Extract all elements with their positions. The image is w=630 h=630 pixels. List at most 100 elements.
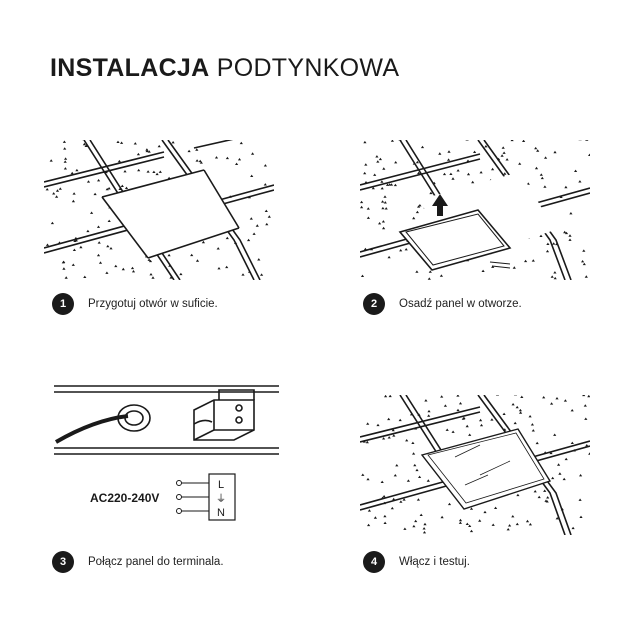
- speckle: [45, 243, 50, 246]
- speckle: [124, 186, 129, 189]
- speckle: [534, 166, 539, 170]
- speckle: [465, 140, 469, 141]
- speckle: [395, 464, 399, 467]
- speckle: [524, 259, 528, 263]
- speckle: [511, 403, 515, 406]
- speckle: [458, 521, 462, 524]
- speckle: [578, 498, 582, 501]
- title-light: PODTYNKOWA: [216, 54, 400, 82]
- speckle: [473, 150, 477, 153]
- terminal-wires: [176, 473, 236, 521]
- speckle: [584, 275, 588, 278]
- speckle: [530, 423, 534, 426]
- speckle: [508, 524, 512, 527]
- speckle: [458, 402, 463, 405]
- speckle: [387, 417, 391, 421]
- speckle: [149, 273, 153, 276]
- speckle: [109, 247, 113, 250]
- speckle: [546, 242, 550, 245]
- speckle: [375, 155, 379, 158]
- speckle: [380, 187, 384, 190]
- speckle: [579, 515, 583, 518]
- speckle: [456, 408, 460, 412]
- step-number-badge: 3: [52, 551, 74, 573]
- speckle: [411, 441, 415, 444]
- speckle: [364, 163, 368, 166]
- speckle: [406, 479, 410, 482]
- speckle: [550, 275, 554, 278]
- speckle: [419, 513, 423, 516]
- speckle: [440, 515, 444, 519]
- speckle: [571, 526, 575, 530]
- speckle: [478, 519, 482, 522]
- speckle: [381, 206, 385, 210]
- step-text: Osadź panel w otworze.: [399, 298, 522, 310]
- speckle: [438, 152, 442, 155]
- speckle: [564, 185, 568, 189]
- speckle: [360, 205, 364, 209]
- speckle: [543, 489, 547, 492]
- step-text: Przygotuj otwór w suficie.: [88, 298, 218, 310]
- ground-icon: ⏚: [216, 493, 226, 505]
- speckle: [412, 216, 416, 220]
- speckle: [384, 395, 388, 398]
- speckle: [391, 428, 395, 432]
- speckle: [360, 274, 365, 277]
- speckle: [505, 158, 509, 161]
- speckle: [225, 265, 229, 269]
- speckle: [558, 472, 562, 475]
- speckle: [382, 495, 386, 498]
- speckle: [366, 477, 370, 481]
- speckle: [399, 249, 403, 252]
- title-bold: INSTALACJA: [50, 54, 210, 82]
- speckle: [382, 167, 386, 170]
- speckle: [531, 429, 535, 432]
- speckle: [549, 451, 553, 455]
- speckle: [491, 167, 495, 171]
- speckle: [428, 270, 432, 273]
- speckle: [86, 229, 90, 233]
- speckle: [469, 529, 474, 533]
- speckle: [249, 217, 253, 220]
- speckle: [382, 226, 386, 230]
- speckle: [133, 142, 137, 145]
- speckle: [381, 220, 385, 223]
- speckle: [483, 510, 487, 514]
- speckle: [384, 207, 388, 210]
- speckle: [121, 267, 125, 271]
- speckle: [418, 204, 422, 207]
- speckle: [373, 173, 377, 176]
- speckle: [64, 157, 68, 160]
- speckle: [415, 468, 419, 472]
- speckle: [376, 160, 380, 163]
- speckle: [97, 241, 101, 244]
- speckle: [70, 171, 74, 175]
- speckle: [557, 463, 561, 466]
- speckle: [247, 238, 251, 242]
- speckle: [481, 269, 485, 272]
- speckle: [502, 151, 506, 154]
- speckle: [568, 238, 572, 241]
- speckle: [503, 172, 507, 175]
- speckle: [569, 212, 573, 215]
- speckle: [96, 225, 101, 228]
- speckle: [365, 440, 369, 444]
- speckle: [447, 502, 452, 506]
- speckle: [479, 418, 483, 422]
- installed-panel: [420, 428, 552, 510]
- speckle: [390, 506, 394, 510]
- speckle: [468, 524, 472, 527]
- arrow-up-icon: [432, 194, 448, 216]
- speckle: [543, 185, 547, 188]
- speckle: [195, 148, 199, 151]
- step-number-badge: 2: [363, 293, 385, 315]
- speckle: [584, 417, 588, 420]
- speckle: [416, 498, 420, 501]
- speckle: [71, 199, 75, 203]
- speckle: [380, 480, 384, 483]
- speckle: [171, 141, 175, 144]
- speckle: [198, 159, 202, 163]
- speckle: [225, 236, 229, 240]
- speckle: [114, 264, 118, 268]
- speckle: [403, 527, 407, 530]
